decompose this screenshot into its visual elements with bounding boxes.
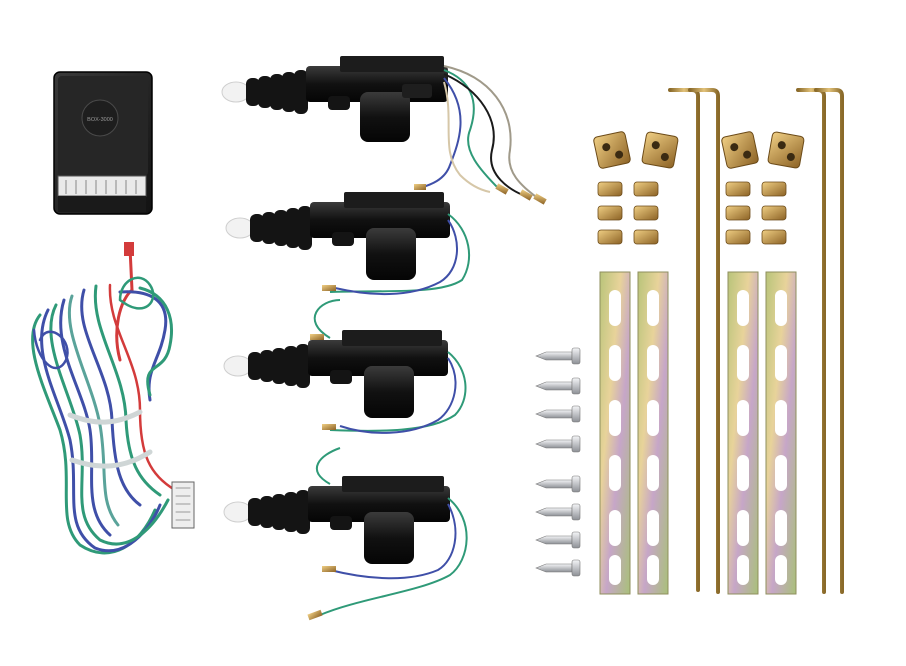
bolt xyxy=(597,205,623,221)
bolt xyxy=(633,181,659,197)
plate xyxy=(637,271,669,595)
actuator-boot xyxy=(223,355,253,377)
bolt xyxy=(725,181,751,197)
screw xyxy=(535,405,581,423)
wiring-harness xyxy=(31,242,195,555)
screw xyxy=(535,435,581,453)
control-module: BOX-3000 xyxy=(53,71,153,215)
bolt xyxy=(761,229,787,245)
bolt xyxy=(725,205,751,221)
bolt xyxy=(597,181,623,197)
module-connector xyxy=(57,175,147,197)
bolt xyxy=(761,181,787,197)
screw xyxy=(535,347,581,365)
screw xyxy=(535,377,581,395)
rod-clip xyxy=(641,131,679,169)
rod xyxy=(688,88,720,594)
module-label-badge xyxy=(81,99,119,137)
actuator-master xyxy=(221,56,547,205)
rod xyxy=(814,88,844,594)
bolt xyxy=(633,205,659,221)
plate xyxy=(599,271,631,595)
bolt xyxy=(761,205,787,221)
actuator-slave-3 xyxy=(223,447,468,621)
actuator-boot xyxy=(223,501,253,523)
screw xyxy=(535,475,581,493)
rod-clips xyxy=(593,131,805,169)
actuator-slave-1 xyxy=(225,192,471,296)
bolt xyxy=(725,229,751,245)
rod xyxy=(796,88,826,594)
harness-connector xyxy=(171,481,195,529)
screw xyxy=(535,559,581,577)
plate xyxy=(727,271,759,595)
bolt xyxy=(633,229,659,245)
actuator-boot xyxy=(221,81,251,103)
plate xyxy=(765,271,797,595)
actuator-boot xyxy=(225,217,255,239)
linkage-rods xyxy=(668,88,844,594)
screw xyxy=(535,503,581,521)
mounting-plates xyxy=(599,271,797,595)
module-label-text: BOX-3000 xyxy=(87,117,113,123)
screw xyxy=(535,531,581,549)
actuator-slave-2 xyxy=(223,299,467,434)
rod-clip xyxy=(593,131,631,169)
rod-clip xyxy=(721,131,759,169)
rod-clip xyxy=(767,131,805,169)
brass-bolts xyxy=(597,181,787,245)
rod xyxy=(668,88,700,592)
screws xyxy=(535,347,581,577)
bolt xyxy=(597,229,623,245)
